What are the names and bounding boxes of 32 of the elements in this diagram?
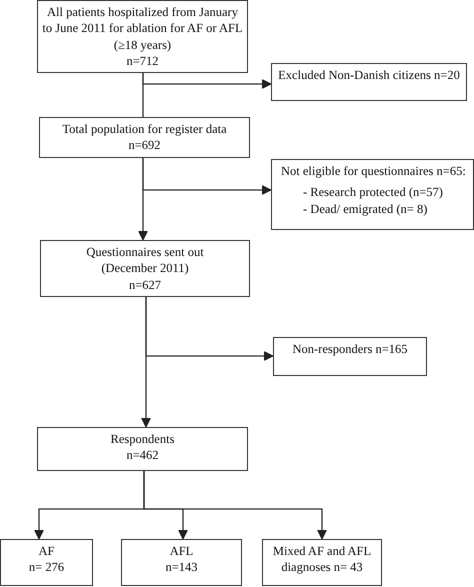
count-text: n=627 (128, 276, 162, 293)
box-text: AF (38, 543, 56, 560)
process-box (273, 337, 427, 376)
arrow (142, 158, 272, 195)
process-box (121, 539, 242, 586)
box-text: All patients hospitalized from January to June 2011 for ablation for AF or AFL (≥18 years) (42, 4, 243, 53)
box-text: Not eligible for questionnaires n=65: (281, 163, 467, 180)
process-box (0, 539, 93, 586)
process-box (271, 159, 474, 230)
process-box (37, 0, 248, 73)
count-text: n=462 (125, 447, 160, 464)
count-text: n=143 (164, 559, 199, 576)
box-text: Non-responders n=165 (291, 341, 408, 358)
process-box (262, 539, 382, 586)
arrow (145, 295, 274, 361)
count-text: n= 276 (28, 559, 66, 576)
arrow (143, 471, 327, 540)
list-item: - Research protected (n=57) (302, 184, 444, 200)
arrow (142, 73, 272, 89)
process-box (37, 427, 248, 471)
box-text: Questionnaires sent out (December 2011) (85, 244, 205, 276)
box-text: Total population for register data (61, 121, 228, 138)
box-text: Excluded Non-Danish citizens n=20 (277, 67, 461, 84)
process-box (271, 63, 467, 101)
process-box (40, 240, 250, 297)
box-text: Respondents (110, 431, 176, 448)
count-text: n=712 (125, 52, 160, 69)
box-text: AFL (168, 543, 194, 560)
process-box (39, 117, 250, 158)
count-text: n=692 (127, 137, 162, 154)
box-text: Mixed AF and AFL diagnoses n= 43 (272, 543, 372, 576)
list-item: - Dead/ emigrated (n= 8) (302, 200, 428, 217)
